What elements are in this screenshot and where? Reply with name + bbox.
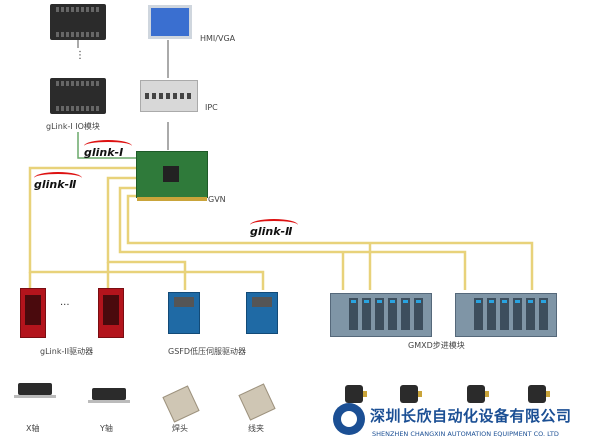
company-logo-icon — [333, 403, 365, 435]
io-module-bottom — [50, 78, 106, 114]
io-module-label: gLink-I IO模块 — [46, 122, 100, 131]
hmi-label: HMI/VGA — [200, 34, 236, 43]
glink2-driver-2 — [98, 288, 124, 338]
glink2-center-label: glink-Ⅱ — [250, 219, 298, 238]
glink1-arc — [84, 140, 132, 152]
x-axis-label: X轴 — [26, 424, 40, 433]
gmxd-label: GMXD步进模块 — [408, 341, 465, 350]
stepper-motor-2 — [400, 385, 422, 403]
y-axis-actuator — [88, 388, 130, 403]
glink2-left-arc — [34, 172, 82, 184]
gsfd-driver-1 — [168, 292, 200, 334]
io-module-top — [50, 4, 106, 40]
gvn-card — [136, 151, 208, 201]
io-ellipsis: ⋮ — [75, 50, 85, 61]
company-name-en: SHENZHEN CHANGXIN AUTOMATION EQUIPMENT C… — [372, 430, 559, 438]
glink2-center-arc — [250, 219, 298, 231]
ipc-label: IPC — [205, 103, 218, 112]
stepper-motor-4 — [528, 385, 550, 403]
glink1-label: glink-Ⅰ — [84, 140, 132, 159]
gsfd-label: GSFD低压伺服驱动器 — [168, 347, 247, 356]
x-axis-actuator — [14, 383, 56, 398]
gmxd-module-1 — [330, 293, 432, 337]
gvn-label: GVN — [208, 195, 226, 204]
y-axis-label: Y轴 — [100, 424, 113, 433]
glink2-driver-1 — [20, 288, 46, 338]
weld-head-label: 焊头 — [172, 424, 188, 433]
hmi-screen — [148, 5, 192, 39]
stepper-motor-1 — [345, 385, 367, 403]
clamp-label: 线夹 — [248, 424, 264, 433]
bus-to-gmxd — [118, 186, 467, 290]
company-name-cn: 深圳长欣自动化设备有限公司 — [370, 407, 572, 425]
glink2-driver-label: gLink-II驱动器 — [40, 347, 94, 356]
stepper-motor-3 — [467, 385, 489, 403]
glink1-line — [77, 132, 136, 159]
gmxd-module-2 — [455, 293, 557, 337]
driver-ellipsis: ··· — [60, 300, 70, 311]
glink2-left-label: glink-Ⅱ — [34, 172, 82, 191]
ipc-box — [140, 80, 198, 112]
gsfd-driver-2 — [246, 292, 278, 334]
